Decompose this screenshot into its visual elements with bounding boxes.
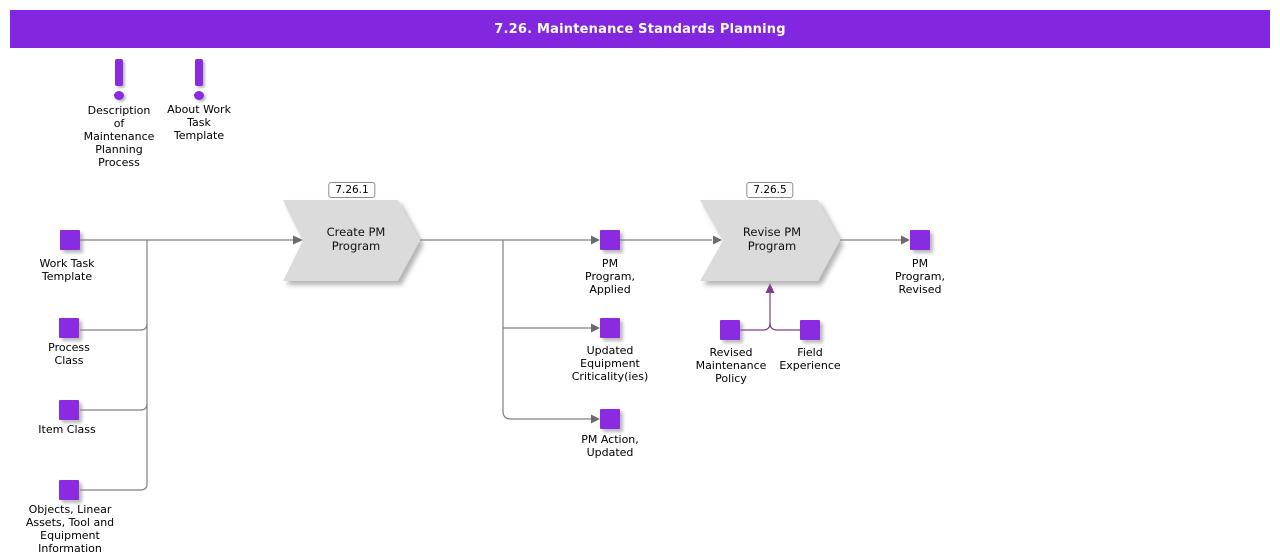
artifact-label: Process Class (48, 341, 90, 367)
process-revise-pm-program[interactable] (700, 200, 840, 281)
exclamation-icon (115, 59, 123, 86)
process-step-tag-7-26-1[interactable]: 7.26.1 (328, 182, 376, 198)
artifact-icon-work-task-template[interactable] (60, 230, 80, 250)
line-objects-join (80, 483, 148, 491)
artifact-label: Work Task Template (39, 257, 95, 283)
artifact-label: Item Class (38, 423, 96, 436)
line-fieldexperience-join (769, 322, 800, 331)
purple-feedback-lines (739, 292, 800, 331)
diagram-title-bar: 7.26. Maintenance Standards Planning (10, 10, 1270, 48)
line-revisedpolicy-join (739, 322, 771, 331)
artifact-label: PM Program, Revised (895, 257, 945, 296)
artifact-icon-revised-maintenance-policy[interactable] (720, 320, 740, 340)
artifact-label: Updated Equipment Criticality(ies) (571, 344, 649, 383)
artifact-icon-pm-action-updated[interactable] (600, 409, 620, 429)
artifact-icon-updated-equipment-criticality[interactable] (600, 318, 620, 338)
purple-up-arrowhead (765, 283, 775, 293)
exclamation-dot-icon (114, 91, 124, 100)
gray-flow-lines (80, 239, 901, 491)
process-label-revise-pm-program: Revise PM Program (742, 225, 802, 253)
artifact-label: PM Action, Updated (581, 433, 639, 459)
gray-arrowheads (293, 235, 910, 424)
note-icon-about-work-task-template[interactable] (190, 57, 208, 103)
exclamation-icon (195, 59, 203, 86)
exclamation-dot-icon (194, 91, 204, 100)
process-create-pm-program[interactable] (283, 200, 420, 281)
artifact-icon-pm-program-revised[interactable] (910, 230, 930, 250)
artifact-icon-objects-linear-assets[interactable] (59, 480, 79, 500)
line-branch-to-pmaction (502, 240, 591, 420)
note-icon-description-of-maintenance-planning-process[interactable] (110, 57, 128, 103)
artifact-icon-process-class[interactable] (59, 318, 79, 338)
page-title: 7.26. Maintenance Standards Planning (494, 21, 786, 37)
process-label-create-pm-program: Create PM Program (326, 225, 386, 253)
artifact-icon-item-class[interactable] (59, 400, 79, 420)
line-itemclass-join (80, 403, 148, 411)
artifact-label: Revised Maintenance Policy (695, 346, 767, 385)
artifact-label: PM Program, Applied (585, 257, 635, 296)
artifact-label: Objects, Linear Assets, Tool and Equipme… (25, 503, 115, 552)
artifact-icon-pm-program-applied[interactable] (600, 230, 620, 250)
process-step-tag-7-26-5[interactable]: 7.26.5 (746, 182, 794, 198)
artifact-label: Field Experience (779, 346, 841, 372)
artifact-icon-field-experience[interactable] (800, 320, 820, 340)
line-processclass-join (80, 323, 148, 331)
note-label: About Work Task Template (167, 103, 231, 142)
note-label: Description of Maintenance Planning Proc… (83, 104, 155, 169)
